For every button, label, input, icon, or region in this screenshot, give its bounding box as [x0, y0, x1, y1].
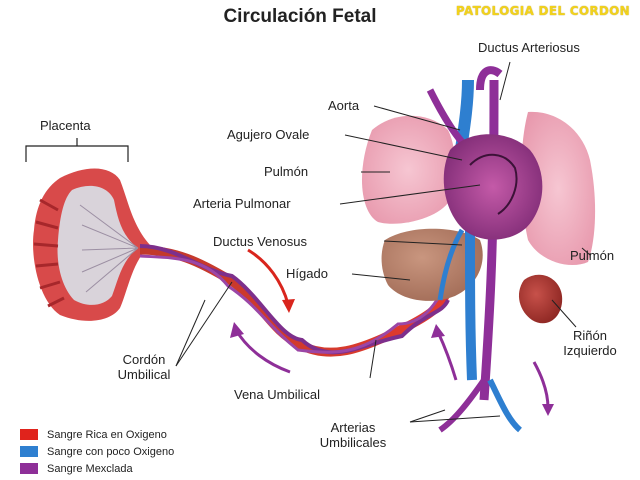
label-aorta: Aorta	[328, 98, 360, 113]
label-cordon-umbilical: Cordón Umbilical	[104, 352, 184, 382]
legend-item-oxygen-rich: Sangre Rica en Oxigeno	[20, 426, 174, 443]
label-pulmon-right: Pulmón	[570, 248, 615, 263]
label-rinon: Riñón Izquierdo	[560, 328, 620, 358]
source-badge: PATOLOGIA DEL CORDON	[455, 4, 630, 18]
legend-swatch-mixed	[20, 463, 38, 474]
label-vena-umbilical: Vena Umbilical	[234, 387, 320, 402]
legend: Sangre Rica en Oxigeno Sangre con poco O…	[20, 426, 174, 477]
leader-lines	[175, 61, 591, 423]
label-pulmon-left: Pulmón	[264, 164, 309, 179]
label-cordon-line2: Umbilical	[117, 367, 171, 382]
diagram-title: Circulación Fetal	[223, 6, 377, 27]
flow-arrows	[230, 248, 554, 416]
legend-item-oxygen-poor: Sangre con poco Oxigeno	[20, 443, 174, 460]
legend-item-mixed: Sangre Mexclada	[20, 460, 174, 477]
label-arterias-umbilicales: Arterias Umbilicales	[298, 420, 408, 450]
placenta-shape	[33, 168, 150, 321]
label-arterias-line2: Umbilicales	[319, 435, 387, 450]
label-agujero-ovale: Agujero Ovale	[227, 127, 310, 142]
label-arteria-pulmonar: Arteria Pulmonar	[193, 196, 291, 211]
placenta-bracket	[25, 138, 129, 162]
legend-swatch-oxygen-rich	[20, 429, 38, 440]
left-lung	[361, 115, 455, 224]
legend-label-oxygen-rich: Sangre Rica en Oxigeno	[47, 428, 167, 441]
liver	[381, 228, 483, 301]
left-kidney	[518, 274, 563, 324]
label-rinon-line2: Izquierdo	[563, 343, 617, 358]
legend-label-mixed: Sangre Mexclada	[47, 462, 133, 475]
label-rinon-line1: Riñón	[573, 328, 607, 343]
umbilical-cord	[139, 244, 450, 357]
label-higado: Hígado	[286, 266, 328, 281]
right-lung	[521, 111, 596, 266]
legend-swatch-oxygen-poor	[20, 446, 38, 457]
heart	[443, 134, 543, 240]
label-ductus-venosus: Ductus Venosus	[213, 234, 307, 249]
label-placenta: Placenta	[40, 118, 91, 133]
label-cordon-line1: Cordón	[122, 352, 166, 367]
label-ductus-arteriosus: Ductus Arteriosus	[478, 40, 580, 55]
legend-label-oxygen-poor: Sangre con poco Oxigeno	[47, 445, 175, 458]
label-arterias-line1: Arterias	[330, 420, 376, 435]
